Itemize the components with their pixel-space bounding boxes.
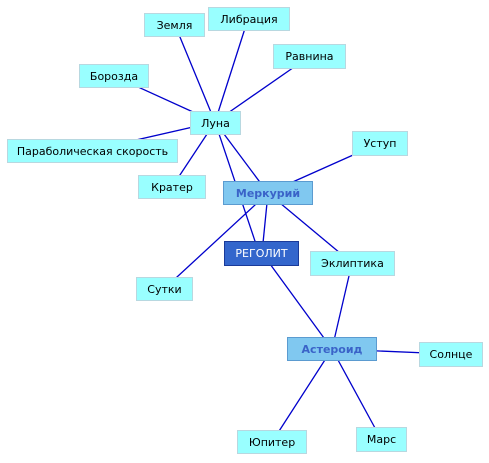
node-sutki[interactable]: Сутки: [136, 277, 193, 301]
edge-merkuriy-sutki: [163, 192, 269, 290]
node-ravnina[interactable]: Равнина: [273, 44, 346, 69]
node-yupiter[interactable]: Юпитер: [237, 430, 307, 454]
node-luna[interactable]: Луна: [190, 111, 241, 135]
edge-asteroid-yupiter: [271, 348, 333, 443]
node-merkuriy[interactable]: Меркурий: [223, 181, 313, 205]
node-parabol[interactable]: Параболическая скорость: [7, 139, 178, 163]
node-ustup[interactable]: Уступ: [352, 131, 408, 156]
node-ekliptika[interactable]: Эклиптика: [310, 251, 395, 276]
node-zemlya[interactable]: Земля: [144, 13, 205, 37]
node-libraciya[interactable]: Либрация: [208, 7, 290, 31]
edge-luna-zemlya: [174, 24, 216, 123]
node-asteroid[interactable]: Астероид: [287, 337, 377, 361]
node-krater[interactable]: Кратер: [138, 175, 206, 199]
node-regolit[interactable]: РЕГОЛИТ: [224, 241, 299, 266]
node-borozda[interactable]: Борозда: [79, 64, 149, 88]
edge-ekliptika-asteroid: [331, 262, 353, 350]
edge-regolit-asteroid: [261, 252, 333, 350]
node-solnce[interactable]: Солнце: [419, 342, 483, 367]
edge-luna-libraciya: [214, 18, 249, 123]
edge-asteroid-mars: [331, 348, 382, 440]
node-mars[interactable]: Марс: [356, 427, 407, 452]
